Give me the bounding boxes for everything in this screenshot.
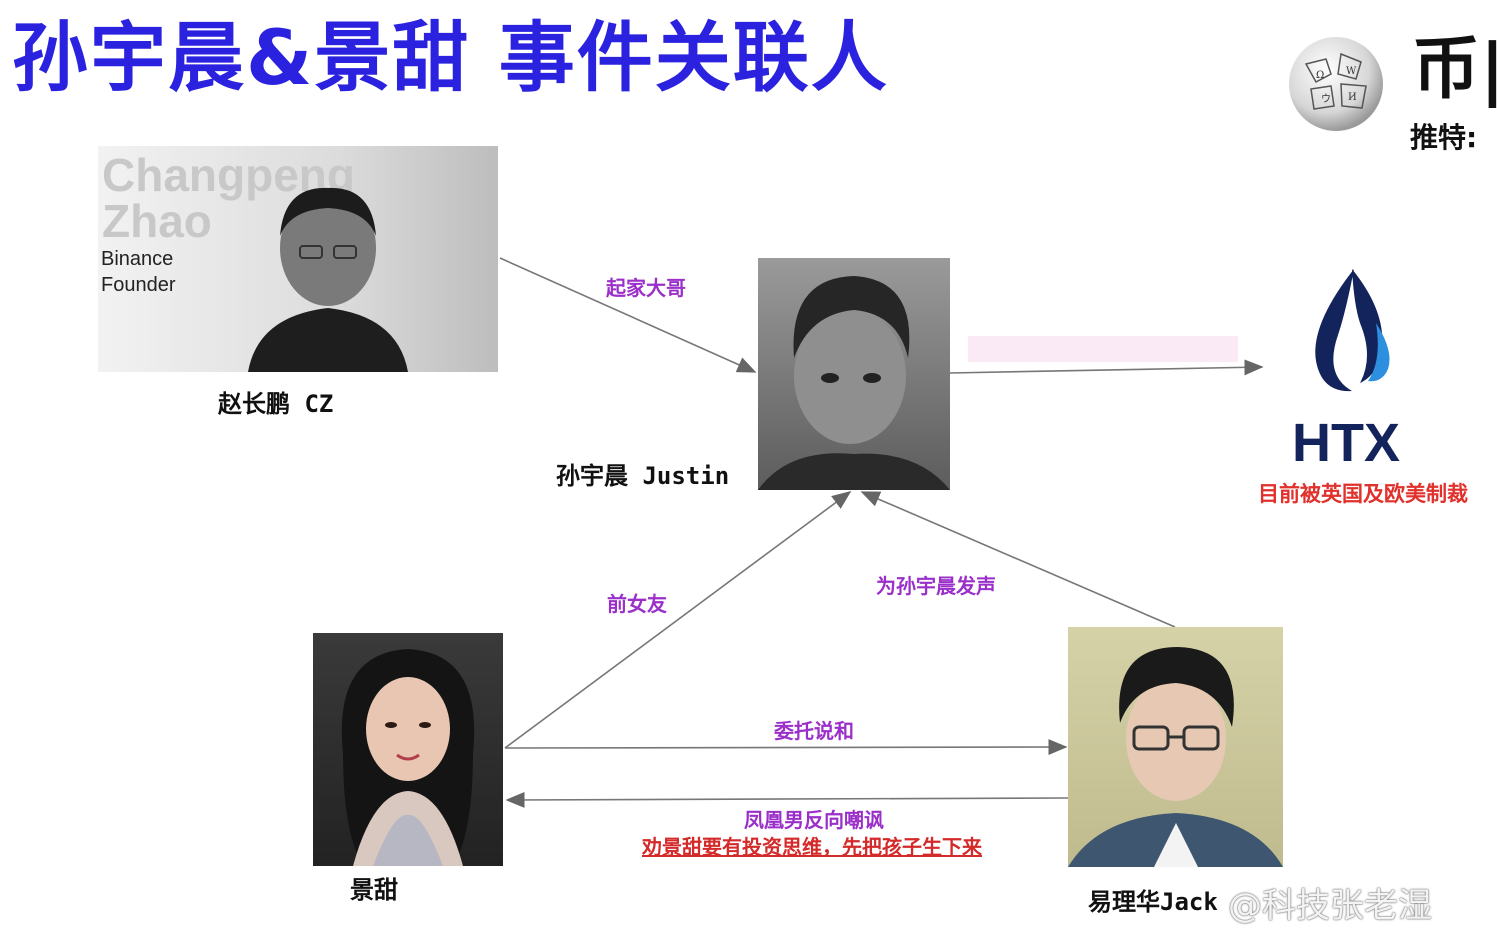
jingtian-portrait: [341, 649, 475, 866]
label-jingtian-to-justin: 前女友: [607, 592, 667, 616]
arrow-cz-to-justin: [499, 257, 757, 373]
wikipedia-globe-icon: Ω W ウ И: [1289, 37, 1383, 131]
cz-photo: Changpeng Zhao Binance Founder: [98, 146, 498, 372]
label-jack-to-jingtian: 凤凰男反向嘲讽: [744, 808, 884, 832]
jingtian-photo: [313, 633, 503, 866]
cz-name: 赵长鹏 CZ: [218, 390, 334, 418]
justin-name: 孙宇晨 Justin: [556, 462, 730, 490]
svg-text:ウ: ウ: [1321, 93, 1331, 105]
jack-name: 易理华Jack: [1088, 888, 1218, 916]
cz-photo-caption-line2: Founder: [101, 274, 176, 296]
svg-text:И: И: [1348, 92, 1357, 103]
arrow-jack-to-jingtian: [505, 791, 1069, 808]
justin-photo: [758, 258, 950, 490]
label-jack-to-jingtian-advice: 劝景甜要有投资思维，先把孩子生下来: [642, 835, 982, 859]
cz-photo-caption-line1: Binance: [101, 248, 174, 270]
label-jack-to-justin: 为孙宇晨发声: [876, 574, 996, 598]
htx-sanction-note: 目前被英国及欧美制裁: [1258, 482, 1468, 506]
arrow-jack-to-justin: [860, 491, 1176, 628]
arrow-jingtian-to-justin: [504, 491, 852, 749]
page-title: 孙宇晨&景甜 事件关联人: [12, 13, 889, 102]
jingtian-name: 景甜: [350, 876, 398, 904]
label-jingtian-to-jack: 委托说和: [774, 719, 854, 743]
svg-text:W: W: [1346, 66, 1357, 77]
justin-portrait: [758, 276, 950, 490]
brand-text: 币|: [1412, 30, 1497, 109]
svg-text:Ω: Ω: [1316, 70, 1324, 81]
label-cz-to-justin: 起家大哥: [606, 276, 686, 300]
arrow-justin-to-htx: [949, 359, 1264, 376]
htx-logo-text: HTX: [1292, 413, 1400, 465]
jack-photo: [1068, 627, 1283, 867]
jack-portrait: [1068, 647, 1283, 867]
cz-portrait: [248, 187, 408, 372]
arrow-jingtian-to-jack: [504, 739, 1068, 756]
watermark: @科技张老湿: [1228, 886, 1432, 926]
brand-subtext: 推特:: [1410, 121, 1478, 154]
htx-logo: HTX: [1292, 269, 1400, 465]
